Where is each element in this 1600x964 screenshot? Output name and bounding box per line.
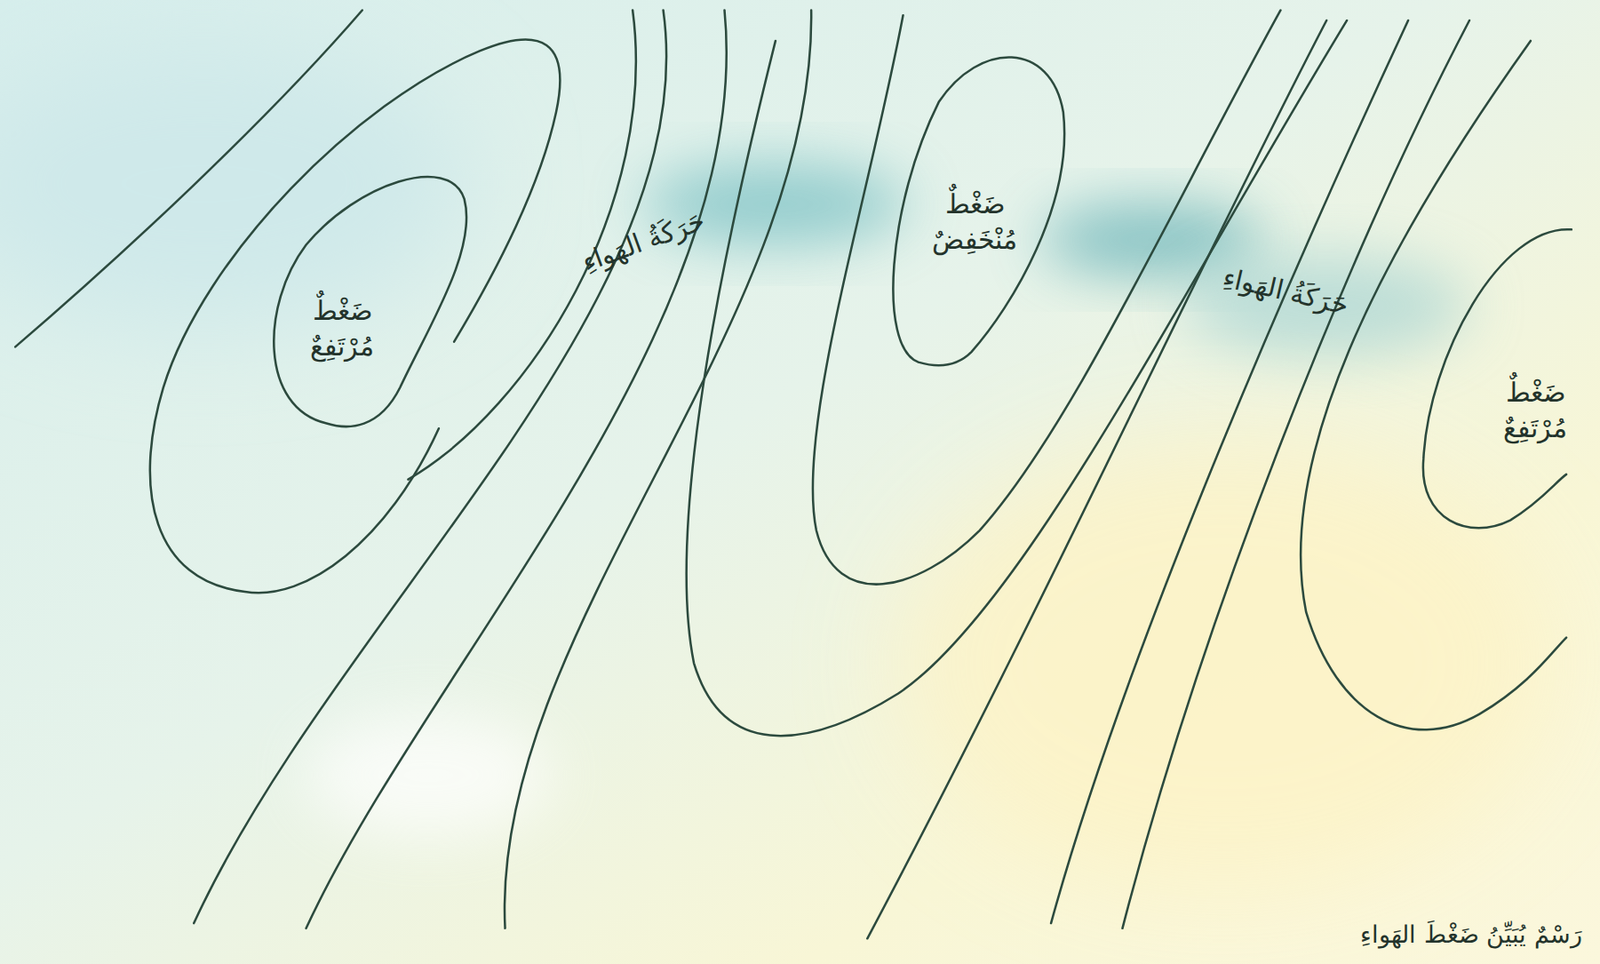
- cloud-band: [0, 40, 1552, 888]
- isobar-lines: [15, 9, 1572, 939]
- caption: رَسْمٌ يُبَيِّنُ ضَغْطَ الهَواءِ: [1360, 918, 1583, 951]
- pressure-label: ضَغْطٌ مُرْتَفِعٌ: [1503, 374, 1568, 447]
- pressure-label: ضَغْطٌ مُنْخَفِضٌ: [931, 186, 1018, 259]
- pressure-label: ضَغْطٌ مُرْتَفِعٌ: [310, 293, 375, 366]
